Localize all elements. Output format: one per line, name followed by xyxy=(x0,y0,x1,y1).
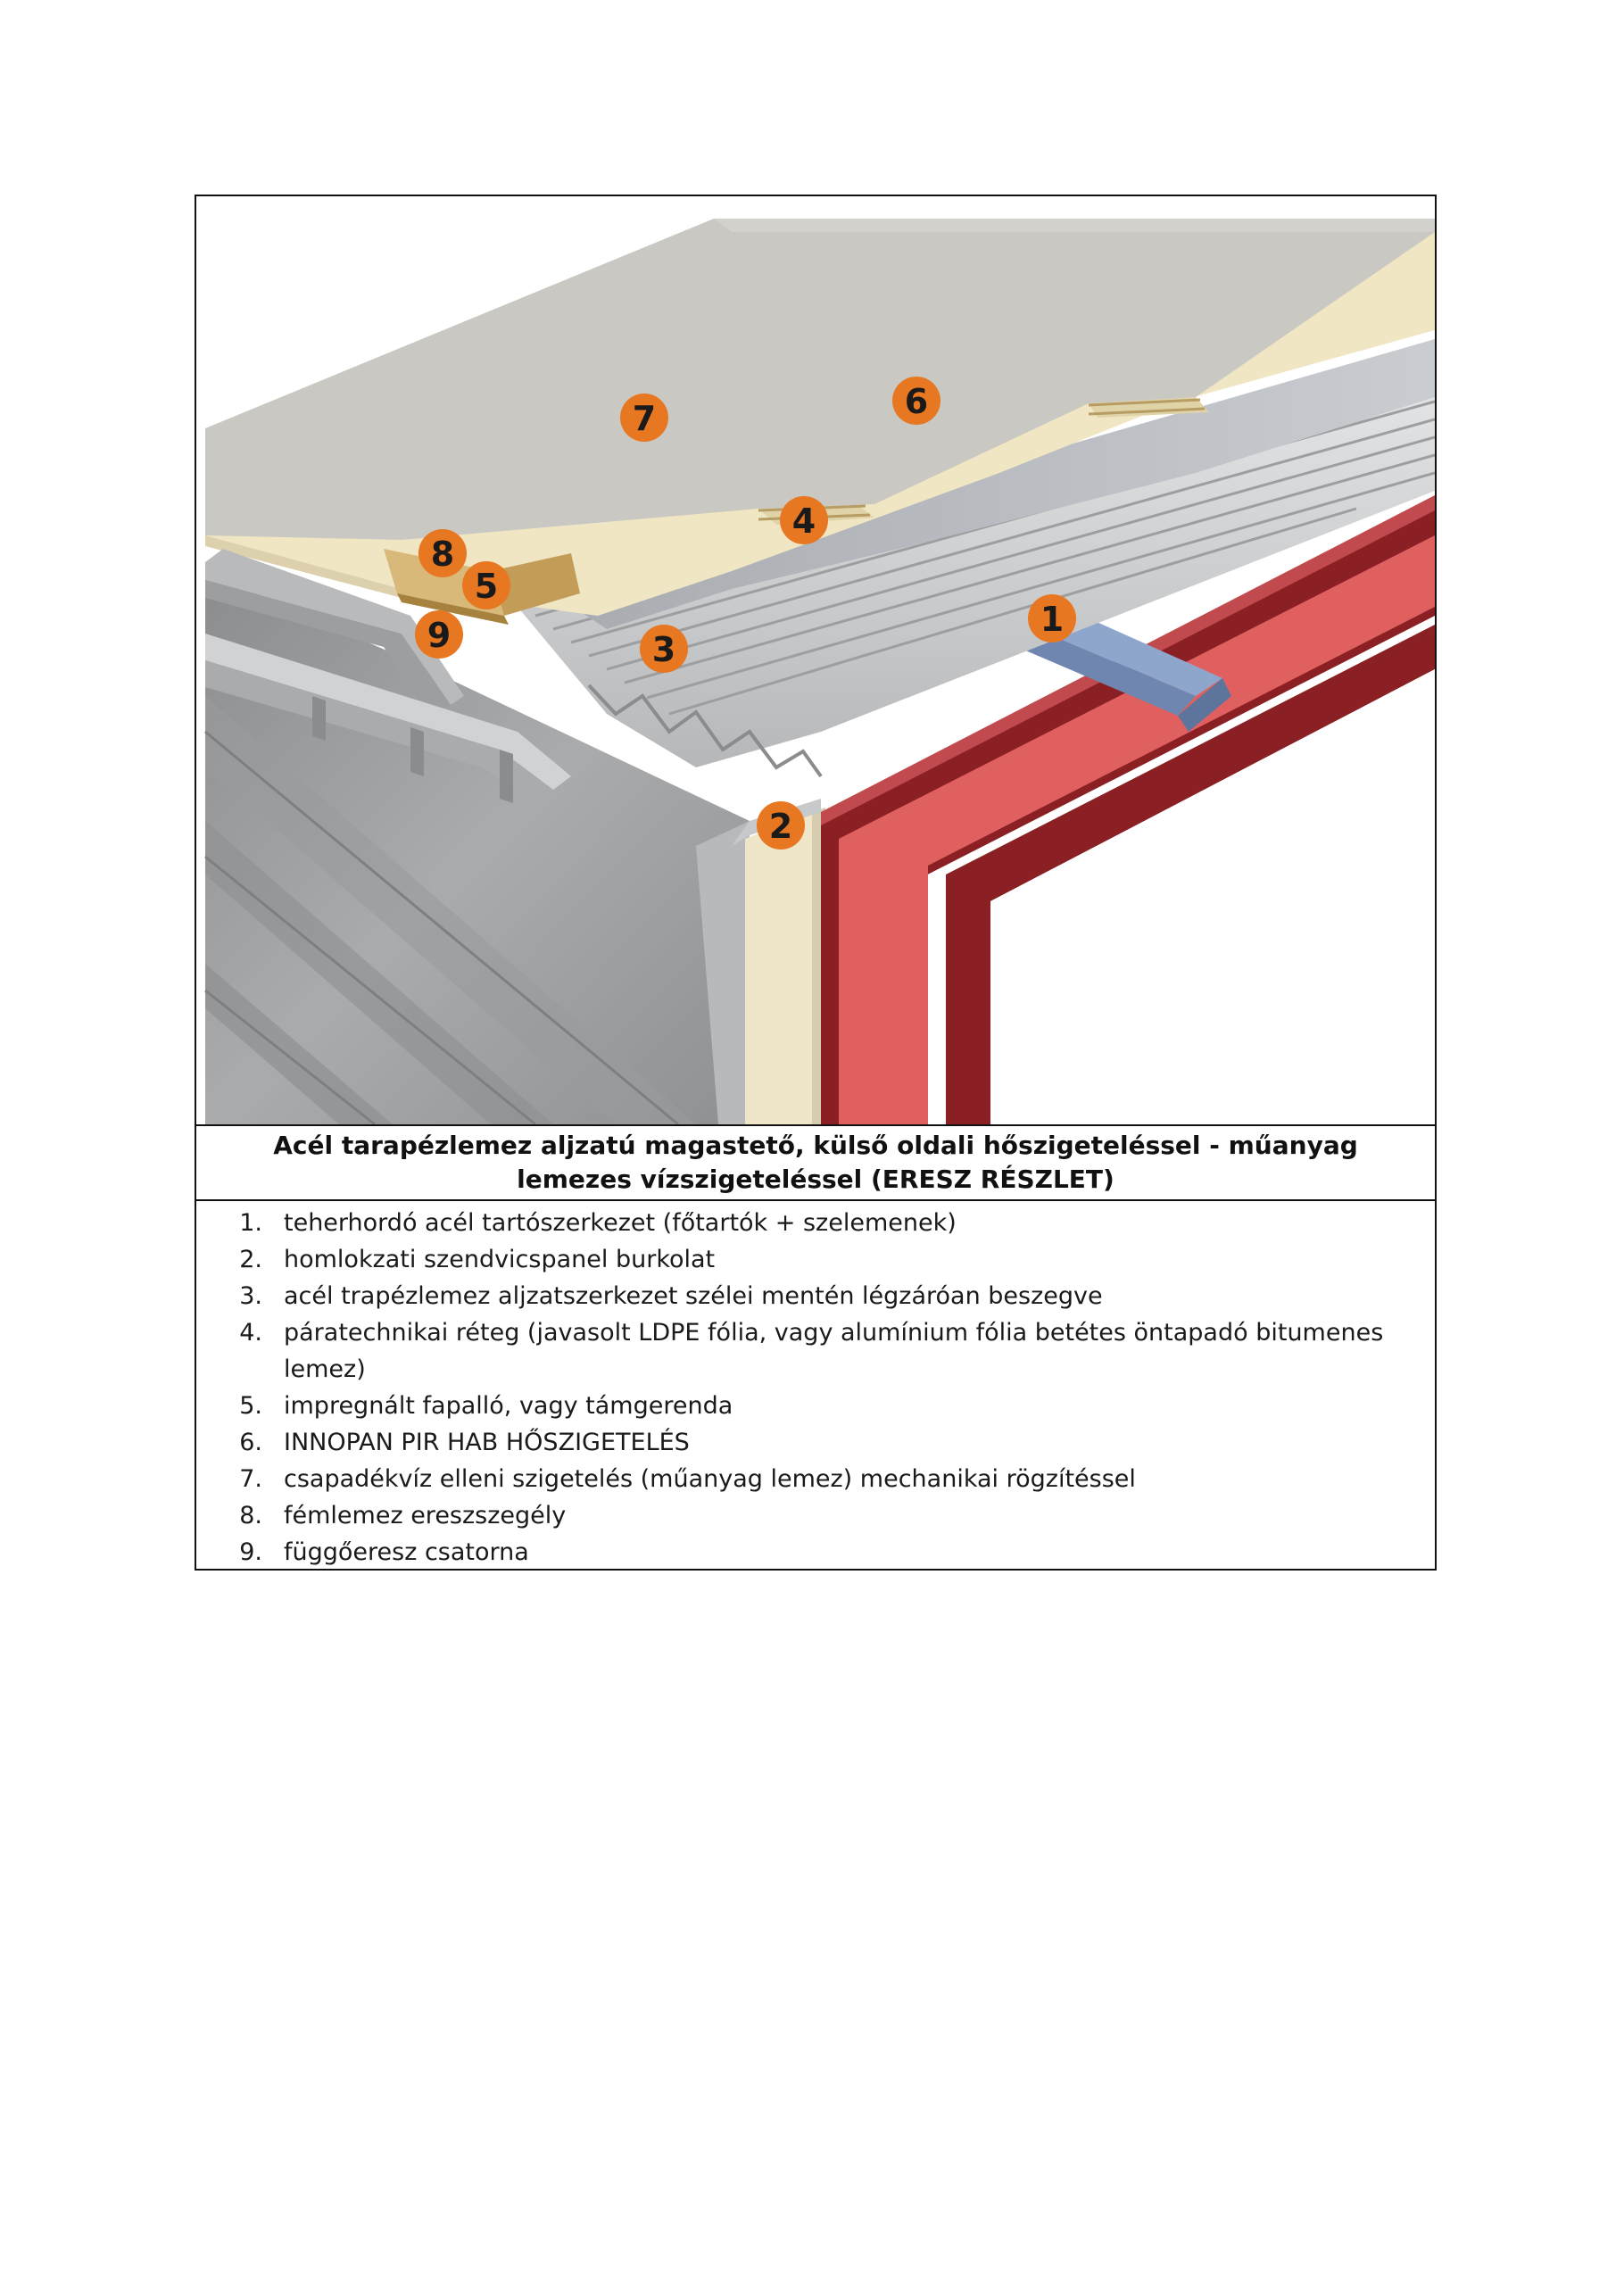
legend-item-number: 2. xyxy=(239,1246,262,1273)
legend-item-text: homlokzati szendvicspanel burkolat xyxy=(284,1246,716,1273)
legend-item-text: impregnált fapalló, vagy támgerenda xyxy=(284,1392,733,1420)
legend-item: 8. fémlemez ereszszegély xyxy=(196,1497,1435,1534)
vapour-control-layer xyxy=(553,339,1435,629)
callout-5-label: 5 xyxy=(475,567,498,606)
legend-item-number: 6. xyxy=(239,1429,262,1456)
detail-caption: Acél tarapézlemez aljzatú magastető, kül… xyxy=(196,1124,1435,1201)
callout-9: 9 xyxy=(415,610,463,659)
legend-item: 4. páratechnikai réteg (javasolt LDPE fól… xyxy=(196,1314,1435,1388)
callout-4: 4 xyxy=(780,496,828,544)
hanging-gutter xyxy=(205,634,571,803)
legend-item-text: INNOPAN PIR HAB HŐSZIGETELÉS xyxy=(284,1429,690,1456)
legend-item: 2. homlokzati szendvicspanel burkolat xyxy=(196,1241,1435,1278)
legend-item: 1. teherhordó acél tartószerkezet (főtart… xyxy=(196,1205,1435,1241)
callout-8-label: 8 xyxy=(431,535,454,574)
legend-item-number: 8. xyxy=(239,1502,262,1529)
eave-detail-illustration: 1 2 3 4 5 6 7 xyxy=(196,196,1435,1124)
detail-frame: 1 2 3 4 5 6 7 xyxy=(195,195,1437,1571)
legend-item-number: 3. xyxy=(239,1282,262,1310)
legend-item-text: fémlemez ereszszegély xyxy=(284,1502,567,1529)
caption-text: Acél tarapézlemez aljzatú magastető, kül… xyxy=(273,1131,1358,1194)
legend-item-text: acél trapézlemez aljzatszerkezet szélei … xyxy=(284,1282,1103,1310)
callout-3: 3 xyxy=(640,625,688,673)
callout-7: 7 xyxy=(620,394,668,442)
callout-8: 8 xyxy=(418,529,467,577)
legend-item-number: 7. xyxy=(239,1465,262,1493)
callout-4-label: 4 xyxy=(792,501,816,541)
waterproofing-membrane xyxy=(205,219,1435,540)
callout-1-label: 1 xyxy=(1040,600,1064,639)
legend-item-number: 9. xyxy=(239,1538,262,1566)
legend-item-number: 1. xyxy=(239,1209,262,1237)
legend-item-number: 5. xyxy=(239,1392,262,1420)
callout-9-label: 9 xyxy=(427,616,451,655)
callout-6-label: 6 xyxy=(905,382,928,421)
callout-6: 6 xyxy=(892,377,940,425)
callout-7-label: 7 xyxy=(633,399,656,438)
legend-item-text: csapadékvíz elleni szigetelés (műanyag l… xyxy=(284,1465,1136,1493)
callout-5: 5 xyxy=(462,561,510,609)
callout-1: 1 xyxy=(1028,594,1076,642)
legend-item-text: páratechnikai réteg (javasolt LDPE fólia… xyxy=(284,1319,1384,1383)
legend-item-text: függőeresz csatorna xyxy=(284,1538,529,1566)
legend-item-text: teherhordó acél tartószerkezet (főtartók… xyxy=(284,1209,957,1237)
legend-list: 1. teherhordó acél tartószerkezet (főtart… xyxy=(196,1201,1435,1571)
illustration-svg: 1 2 3 4 5 6 7 xyxy=(204,219,1435,1124)
legend-item-number: 4. xyxy=(239,1319,262,1347)
legend-item: 9. függőeresz csatorna xyxy=(196,1534,1435,1571)
legend-item: 6. INNOPAN PIR HAB HŐSZIGETELÉS xyxy=(196,1424,1435,1461)
legend-item: 7. csapadékvíz elleni szigetelés (műanyag… xyxy=(196,1461,1435,1497)
legend-item: 5. impregnált fapalló, vagy támgerenda xyxy=(196,1388,1435,1424)
callout-2: 2 xyxy=(757,801,805,850)
eave-flashing xyxy=(205,549,464,714)
callout-3-label: 3 xyxy=(652,630,675,669)
legend-item: 3. acél trapézlemez aljzatszerkezet széle… xyxy=(196,1278,1435,1314)
callout-2-label: 2 xyxy=(769,807,792,846)
